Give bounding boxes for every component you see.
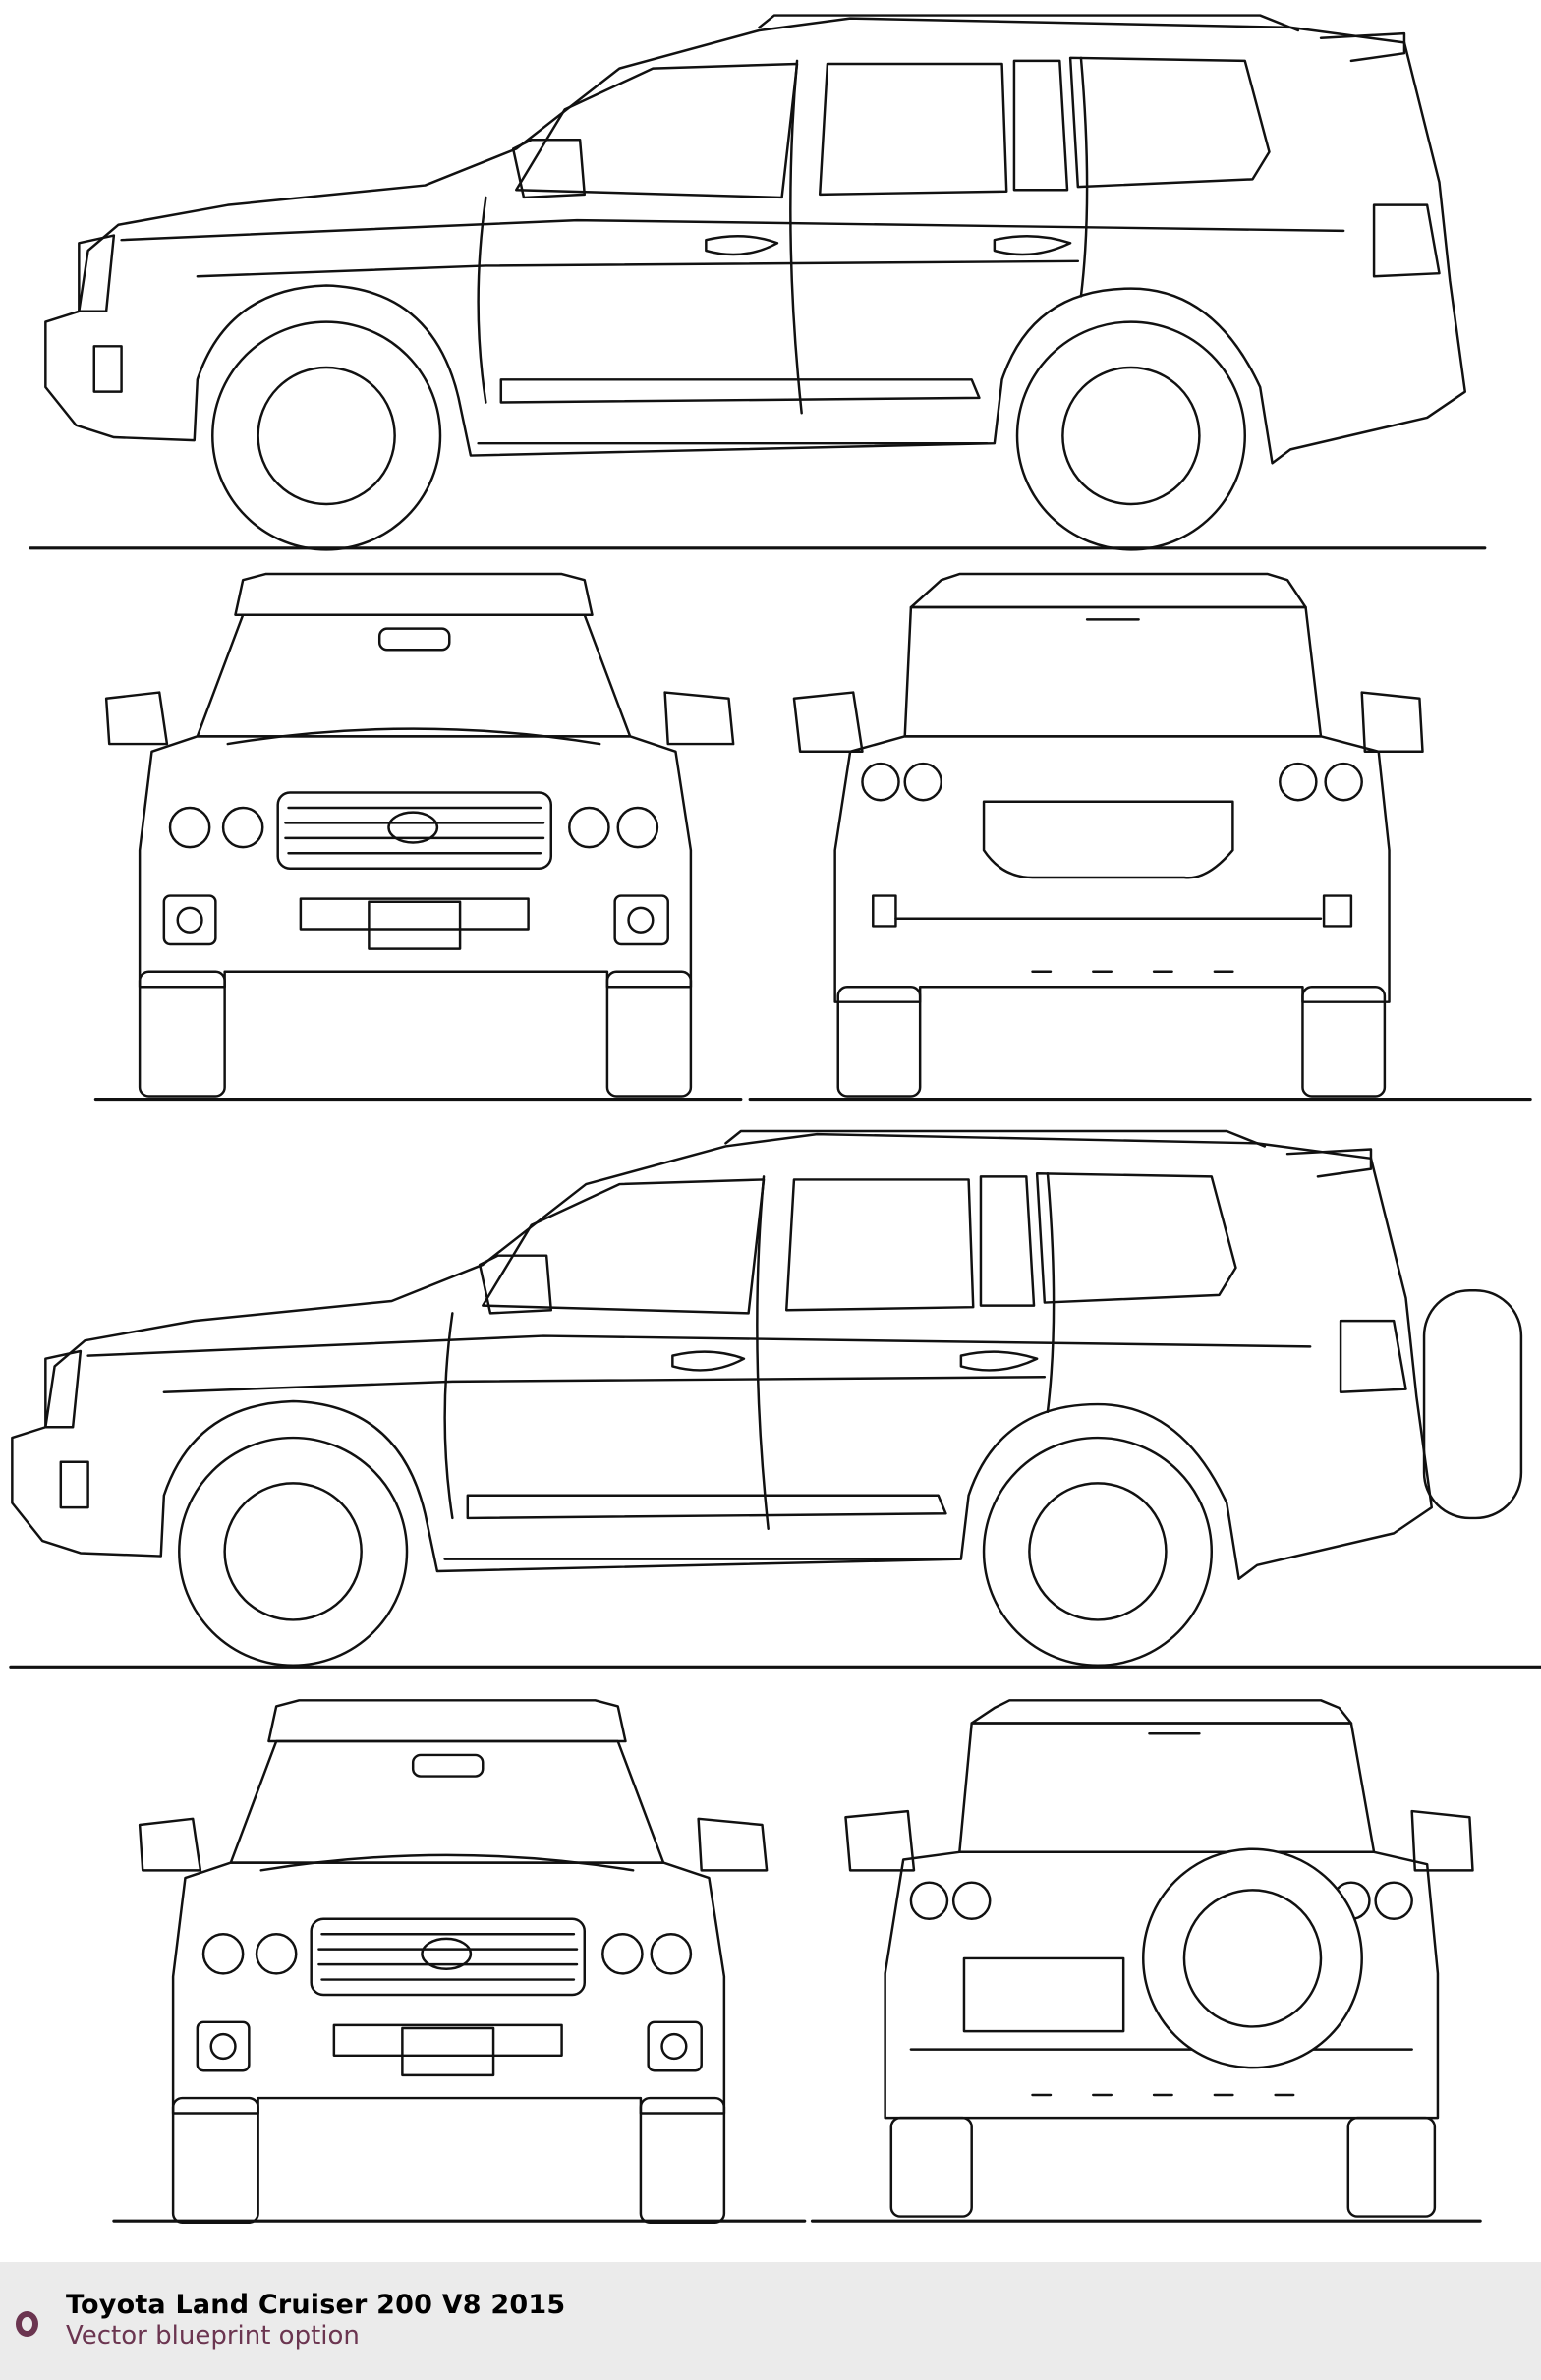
blueprint-title: Toyota Land Cruiser 200 V8 2015 [66,2290,566,2320]
side-view [29,14,1487,551]
front-view-alt [112,1699,807,2224]
ring-bullet-icon [16,2311,38,2337]
front-view [93,572,743,1102]
rear-view [748,572,1532,1102]
rear-view-spare [810,1699,1482,2223]
caption-footer [0,2262,1541,2380]
blueprint-drawing [9,14,1541,2224]
side-view-spare [9,1129,1541,1669]
blueprint-subtitle: Vector blueprint option [66,2321,360,2351]
